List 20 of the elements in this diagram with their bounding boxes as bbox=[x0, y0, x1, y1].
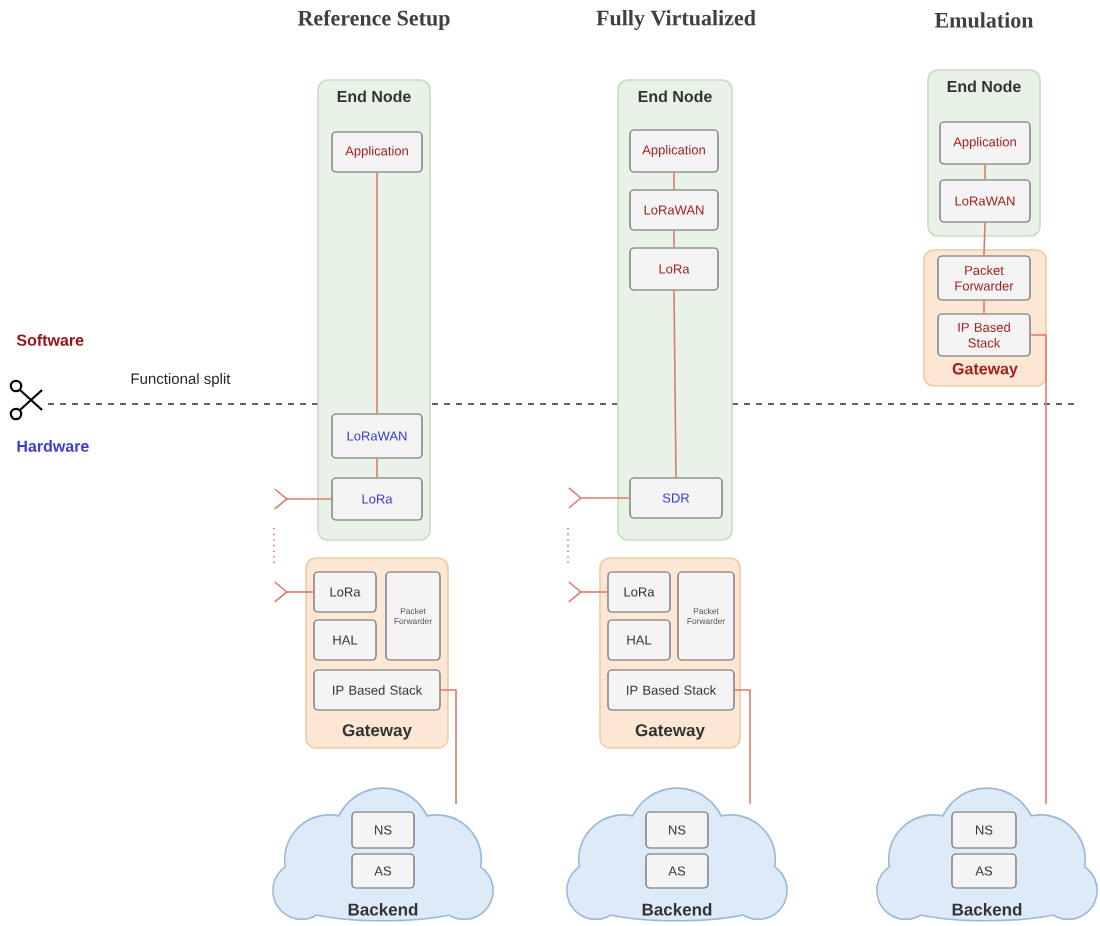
antenna-line bbox=[568, 487, 631, 509]
connector-line bbox=[673, 229, 675, 249]
column-title: Reference Setup bbox=[297, 9, 450, 31]
layer-label: Hardware bbox=[17, 440, 89, 452]
antenna-line bbox=[274, 488, 333, 510]
connector-line bbox=[673, 289, 677, 479]
connector-line bbox=[1029, 334, 1047, 805]
layer-label: Software bbox=[16, 334, 84, 346]
column-title: Fully Virtualized bbox=[596, 10, 756, 30]
connector-line bbox=[376, 171, 378, 415]
column-title: Emulation bbox=[934, 12, 1034, 28]
connector-line bbox=[673, 171, 675, 191]
connector-line bbox=[376, 457, 378, 479]
connector-line bbox=[984, 163, 986, 181]
connector-line bbox=[439, 689, 457, 805]
connector-line bbox=[983, 299, 985, 315]
antenna-line bbox=[274, 581, 315, 603]
antenna-line bbox=[568, 581, 609, 603]
connector-line bbox=[733, 689, 751, 805]
connector-line bbox=[983, 221, 986, 257]
